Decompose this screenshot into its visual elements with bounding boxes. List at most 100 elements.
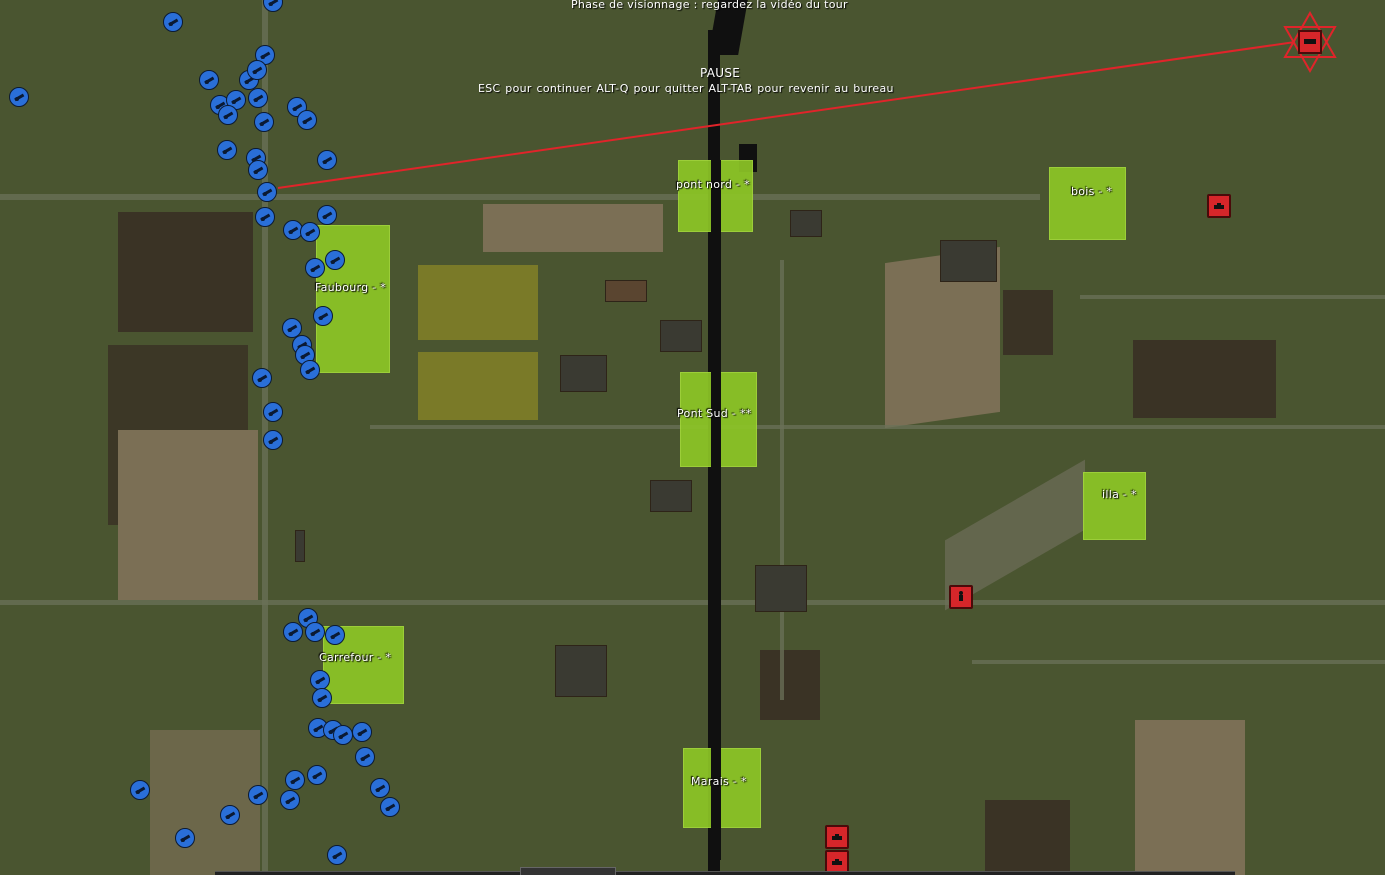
friendly-unit[interactable] [380, 797, 400, 817]
soldier-icon [290, 776, 301, 785]
friendly-unit[interactable] [130, 780, 150, 800]
field [118, 430, 258, 600]
friendly-unit[interactable] [300, 222, 320, 242]
soldier-icon [288, 226, 299, 235]
friendly-unit[interactable] [317, 205, 337, 225]
friendly-unit[interactable] [280, 790, 300, 810]
soldier-icon [317, 694, 328, 703]
friendly-unit[interactable] [248, 160, 268, 180]
friendly-unit[interactable] [285, 770, 305, 790]
friendly-unit[interactable] [257, 182, 277, 202]
friendly-unit[interactable] [305, 622, 325, 642]
objective-zone-bois[interactable] [1049, 167, 1126, 240]
friendly-unit[interactable] [370, 778, 390, 798]
friendly-unit[interactable] [163, 12, 183, 32]
soldier-icon [322, 156, 333, 165]
friendly-unit[interactable] [355, 747, 375, 767]
soldier-icon [253, 791, 264, 800]
soldier-icon [332, 851, 343, 860]
friendly-unit[interactable] [282, 318, 302, 338]
friendly-unit[interactable] [248, 88, 268, 108]
friendly-unit[interactable] [220, 805, 240, 825]
soldier-icon [204, 76, 215, 85]
road [0, 600, 1385, 605]
friendly-unit[interactable] [307, 765, 327, 785]
soldier-icon [360, 753, 371, 762]
bottom-toolbar-tab[interactable] [520, 867, 616, 875]
star-of-david-target-icon[interactable] [1279, 11, 1341, 73]
friendly-unit[interactable] [297, 110, 317, 130]
field [1135, 720, 1245, 875]
friendly-unit[interactable] [217, 140, 237, 160]
soldier-icon [310, 628, 321, 637]
friendly-unit[interactable] [247, 60, 267, 80]
friendly-unit[interactable] [305, 258, 325, 278]
friendly-unit[interactable] [263, 430, 283, 450]
objective-label-bois: bois - * [1071, 185, 1113, 198]
friendly-unit[interactable] [199, 70, 219, 90]
friendly-unit[interactable] [255, 207, 275, 227]
field [760, 650, 820, 720]
tank-icon [832, 859, 842, 865]
field [418, 352, 538, 420]
soldier-icon [223, 111, 234, 120]
tank-icon [832, 834, 842, 840]
enemy-unit[interactable] [825, 825, 849, 849]
field [150, 730, 260, 875]
soldier-icon [222, 146, 233, 155]
friendly-unit[interactable] [254, 112, 274, 132]
friendly-unit[interactable] [310, 670, 330, 690]
friendly-unit[interactable] [312, 688, 332, 708]
friendly-unit[interactable] [300, 360, 320, 380]
field [483, 204, 663, 252]
soldier-icon [257, 374, 268, 383]
soldier-icon [180, 834, 191, 843]
soldier-icon [259, 118, 270, 127]
friendly-unit[interactable] [9, 87, 29, 107]
river [711, 160, 721, 860]
soldier-icon [253, 166, 264, 175]
objective-zone-villa[interactable] [1083, 472, 1146, 540]
enemy-unit[interactable] [949, 585, 973, 609]
soldier-icon [285, 796, 296, 805]
friendly-unit[interactable] [263, 402, 283, 422]
friendly-unit[interactable] [252, 368, 272, 388]
soldier-icon [292, 103, 303, 112]
building [560, 355, 607, 392]
building [940, 240, 997, 282]
enemy-unit[interactable] [1207, 194, 1231, 218]
objective-zone-marais[interactable] [683, 748, 761, 828]
soldier-icon [375, 784, 386, 793]
phase-text: Phase de visionnage : regardez la vidéo … [571, 0, 848, 11]
friendly-unit[interactable] [175, 828, 195, 848]
soldier-icon [315, 676, 326, 685]
friendly-unit[interactable] [317, 150, 337, 170]
road [1080, 295, 1385, 299]
objective-label-villa: illa - * [1102, 488, 1137, 501]
friendly-unit[interactable] [327, 845, 347, 865]
soldier-icon [310, 264, 321, 273]
friendly-unit[interactable] [248, 785, 268, 805]
objective-zone-faubourg[interactable] [316, 225, 390, 373]
bottom-toolbar [215, 871, 1235, 875]
friendly-unit[interactable] [263, 0, 283, 12]
pause-help-text: ESC pour continuer ALT-Q pour quitter AL… [478, 82, 894, 95]
friendly-unit[interactable] [325, 625, 345, 645]
soldier-icon [225, 811, 236, 820]
friendly-unit[interactable] [283, 220, 303, 240]
friendly-unit[interactable] [333, 725, 353, 745]
soldier-icon [312, 771, 323, 780]
friendly-unit[interactable] [352, 722, 372, 742]
soldier-icon [288, 628, 299, 637]
building [790, 210, 822, 237]
friendly-unit[interactable] [313, 306, 333, 326]
soldier-icon [253, 94, 264, 103]
friendly-unit[interactable] [218, 105, 238, 125]
friendly-unit[interactable] [283, 622, 303, 642]
soldier-icon [303, 614, 314, 623]
friendly-unit[interactable] [325, 250, 345, 270]
soldier-icon [252, 66, 263, 75]
tank-icon [1214, 203, 1224, 209]
